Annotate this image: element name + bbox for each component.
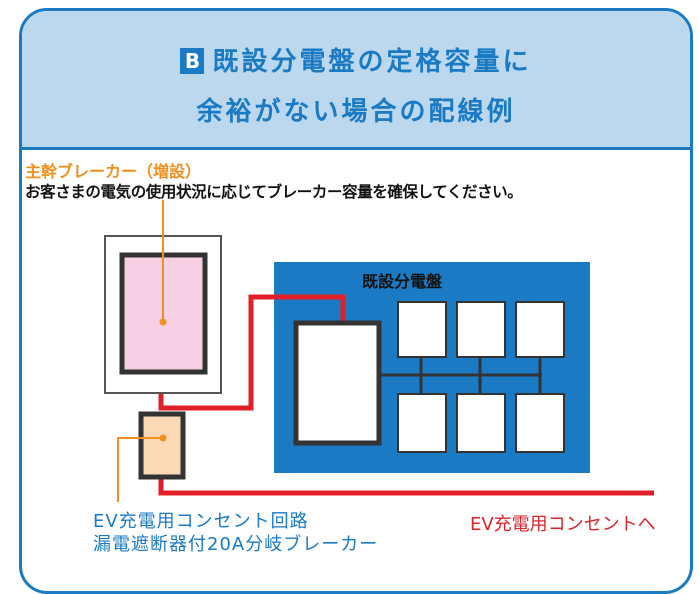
branch-breaker — [456, 301, 506, 358]
branch-breaker — [515, 301, 565, 358]
main-breaker-note: お客さまの電気の使用状況に応じてブレーカー容量を確保してください。 — [25, 183, 523, 201]
title-line-1: B 既設分電盤の定格容量に — [22, 41, 690, 78]
ev-breaker-leader — [117, 437, 163, 502]
title-text-1: 既設分電盤の定格容量に — [212, 47, 532, 77]
red-wiring — [158, 294, 654, 496]
ev-outlet-label: EV充電用コンセントへ — [470, 514, 656, 535]
card-header: B 既設分電盤の定格容量に 余裕がない場合の配線例 — [22, 11, 690, 150]
leader-lines — [117, 200, 164, 502]
distribution-panel-label: 既設分電盤 — [362, 272, 443, 291]
title-line-2: 余裕がない場合の配線例 — [196, 97, 516, 127]
wire-to-outlet — [158, 477, 654, 496]
wiring-diagram — [104, 200, 654, 502]
branch-breaker — [397, 393, 447, 453]
main-breaker-leader-dot — [159, 318, 167, 326]
ev-breaker-label-2: 漏電遮断器付20A分岐ブレーカー — [93, 534, 379, 555]
branch-breaker — [515, 393, 565, 453]
ev-breaker-label-1: EV充電用コンセント回路 — [93, 511, 309, 532]
branch-breaker — [397, 301, 447, 358]
panel-main-breaker — [293, 320, 382, 446]
branch-breakers — [397, 301, 565, 453]
branch-bus-lines — [379, 357, 542, 394]
ev-branch-breaker — [138, 411, 186, 480]
branch-breaker — [456, 393, 506, 453]
section-badge: B — [180, 48, 205, 74]
wire-to-panel — [158, 294, 346, 411]
main-breaker-label: 主幹ブレーカー（増設） — [25, 162, 202, 181]
ev-breaker-leader-dot — [159, 434, 167, 442]
